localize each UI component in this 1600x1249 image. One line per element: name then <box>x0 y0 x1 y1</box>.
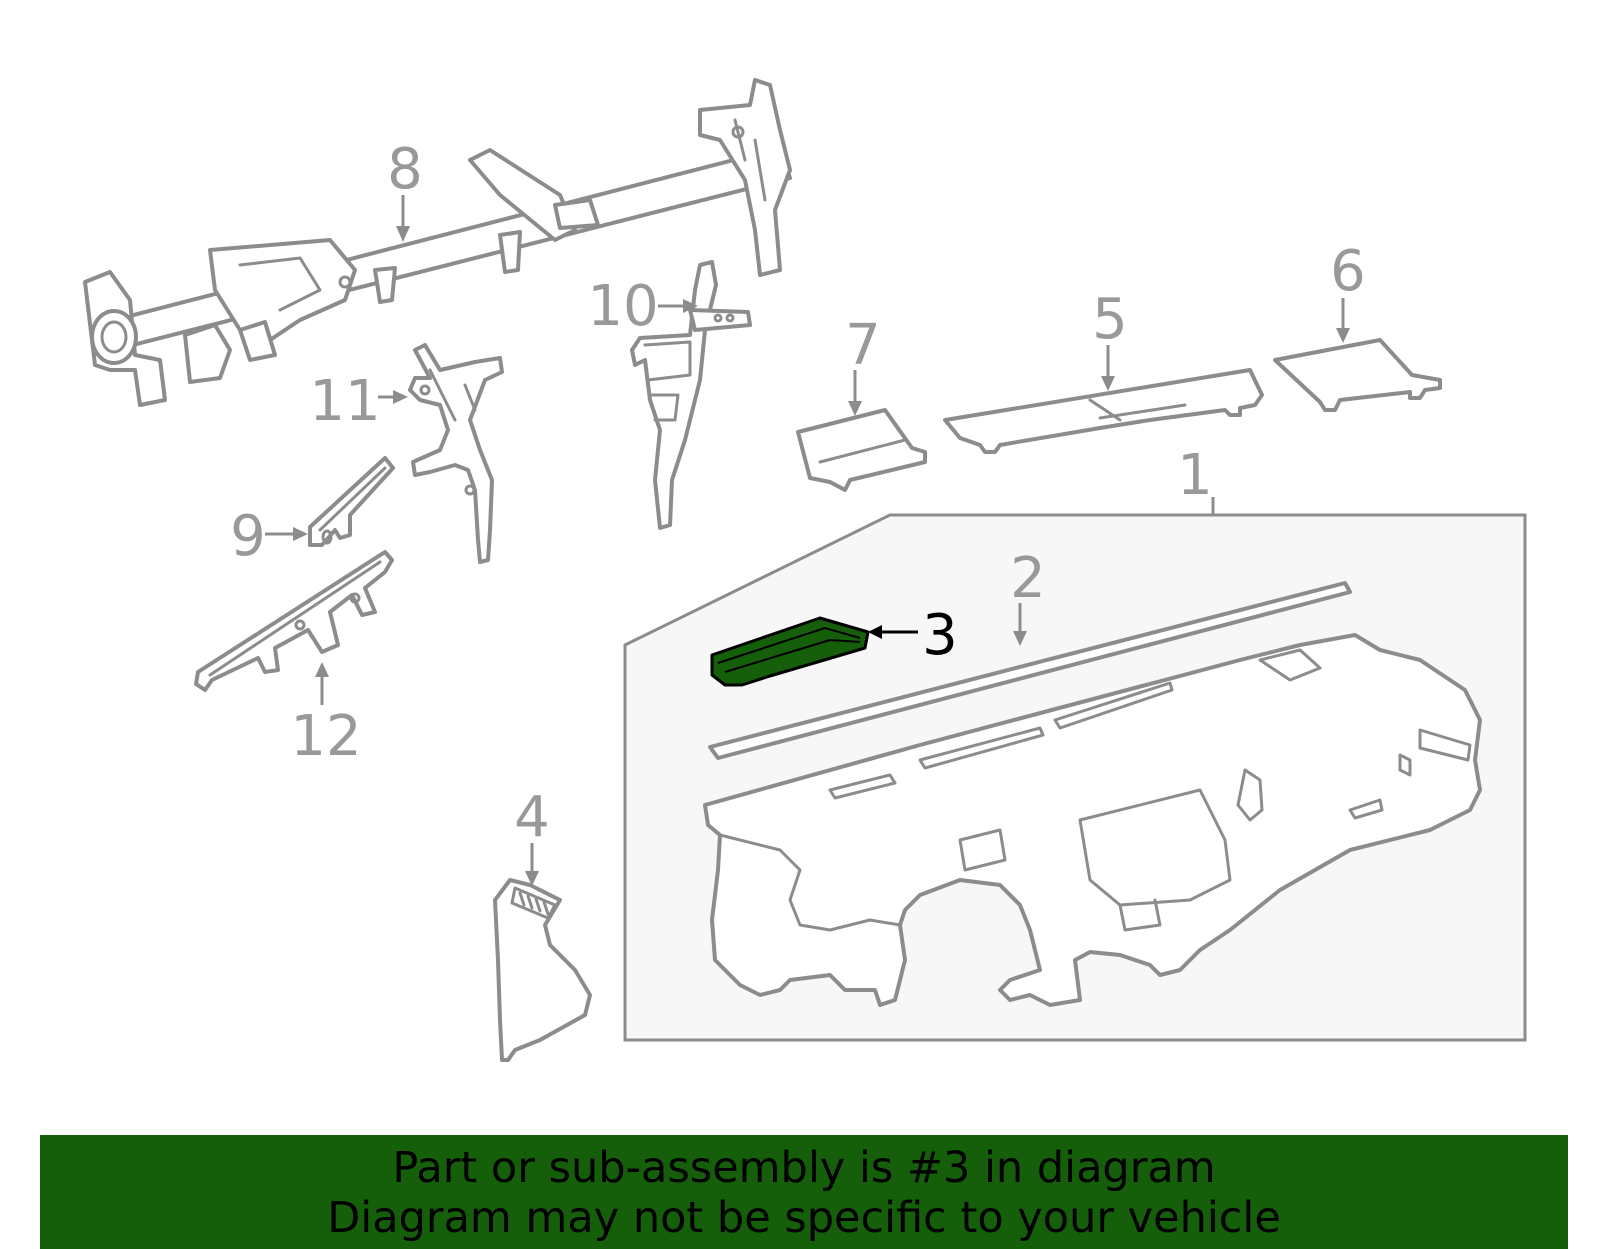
part-11-bracket <box>408 343 504 564</box>
callout-9: 9 <box>230 504 266 569</box>
part-7-panel <box>796 408 927 492</box>
arrow-6 <box>1336 328 1350 343</box>
part-8-crosscar-beam <box>83 78 792 407</box>
part-10-bracket <box>630 260 752 530</box>
arrow-11 <box>393 390 408 404</box>
arrow-10 <box>683 299 698 313</box>
part-9-bracket <box>308 456 395 547</box>
part-1-instrument-panel <box>703 633 1482 1007</box>
part-4-side-panel <box>493 878 592 1062</box>
arrow-3 <box>868 625 882 639</box>
callout-10: 10 <box>587 274 658 339</box>
callout-5: 5 <box>1092 287 1128 352</box>
part-6-panel <box>1273 338 1442 412</box>
callout-4: 4 <box>514 785 550 850</box>
callout-2: 2 <box>1010 546 1046 611</box>
part-5-panel <box>943 368 1264 454</box>
info-banner-line-2: Diagram may not be specific to your vehi… <box>327 1193 1281 1243</box>
arrow-8 <box>396 226 410 242</box>
callout-1: 1 <box>1177 443 1213 508</box>
callout-12: 12 <box>290 704 361 769</box>
callout-3: 3 <box>922 603 958 668</box>
arrow-5 <box>1101 376 1115 391</box>
arrow-7 <box>848 401 862 416</box>
info-banner: Part or sub-assembly is #3 in diagram Di… <box>40 1135 1568 1249</box>
part-3-highlighted <box>710 616 870 687</box>
arrow-2 <box>1013 631 1027 646</box>
arrow-9 <box>293 527 308 541</box>
info-banner-line-1: Part or sub-assembly is #3 in diagram <box>392 1143 1216 1193</box>
arrow-12 <box>315 662 329 677</box>
part-12-bracket <box>194 550 394 692</box>
callout-11: 11 <box>309 369 380 434</box>
arrow-4 <box>525 871 539 886</box>
part-2-trim-strip <box>708 581 1352 760</box>
callout-7: 7 <box>845 313 881 378</box>
callout-8: 8 <box>387 137 423 202</box>
callout-6: 6 <box>1330 239 1366 304</box>
